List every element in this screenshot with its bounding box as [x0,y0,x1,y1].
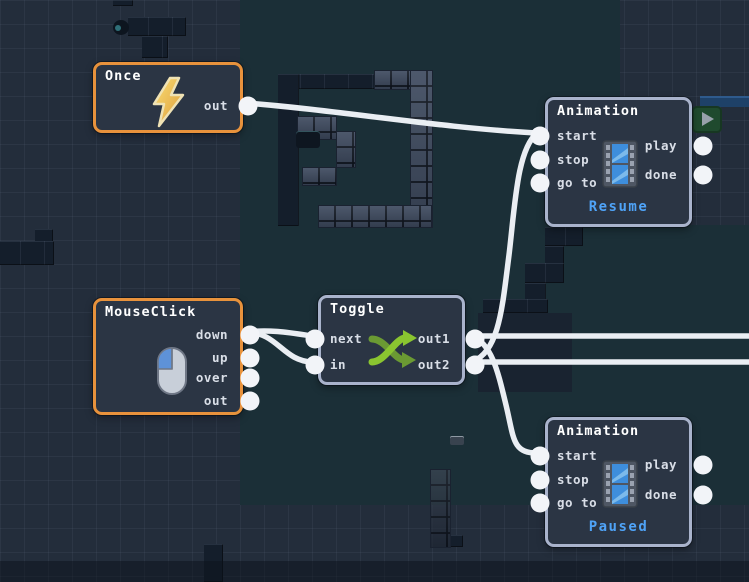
brick-pillar [430,469,451,548]
port-paused-done[interactable] [693,485,713,505]
platform-tile [128,17,186,36]
port-once-out[interactable] [238,96,258,116]
node-title: Once [105,68,142,84]
port-label-out: out [203,97,228,113]
platform-tile [142,36,168,58]
film-strip-icon [602,460,638,508]
film-strip-icon [602,140,638,188]
dark-area [478,313,572,392]
port-paused-stop[interactable] [530,470,550,490]
port-label-done: done [644,486,677,502]
node-title: Animation [557,103,640,119]
port-toggle-out2[interactable] [465,355,485,375]
platform-tile [280,74,376,89]
node-animation-paused[interactable]: Animation start stop go to play done Pau… [530,417,713,547]
port-label-next: next [330,330,363,346]
port-toggle-in[interactable] [305,355,325,375]
node-title: MouseClick [105,304,197,320]
step-tile [525,263,564,283]
port-label-goto: go to [557,174,598,190]
node-animation-resume[interactable]: Animation start stop go to play done Res… [530,97,713,227]
lightning-icon [152,76,185,128]
port-label-play: play [644,456,677,472]
port-paused-play[interactable] [693,455,713,475]
port-label-start: start [557,447,598,463]
port-mouseclick-out[interactable] [240,391,260,411]
brick-tile [302,167,337,186]
port-toggle-out1[interactable] [465,329,485,349]
wire-once-to-resume-start[interactable] [242,100,540,136]
brick-tile [318,205,432,228]
port-label-goto: go to [557,494,598,510]
port-label-up: up [211,349,228,365]
play-button-sprite [692,106,722,133]
enemy-sprite [296,131,320,148]
small-sprite [450,436,464,445]
node-title: Animation [557,423,640,439]
brick-tile [336,131,356,168]
port-label-out1: out1 [417,330,450,346]
animation-name-caption: Paused [588,519,649,535]
platform-column [278,74,299,226]
node-toggle[interactable]: Toggle next in out1 out2 [305,295,485,385]
platform-tile [0,241,54,265]
port-resume-goto[interactable] [530,173,550,193]
platform-tile [35,229,53,242]
port-label-start: start [557,127,598,143]
port-label-out: out [203,392,228,408]
port-resume-start[interactable] [530,126,550,146]
shuffle-arrows-icon [368,330,417,368]
step-tile [545,246,564,265]
step-tile [545,227,583,246]
enemy-sprite [113,20,129,35]
port-label-done: done [644,166,677,182]
wire-out2-to-resume-start[interactable] [469,130,540,365]
mouse-icon [157,347,187,395]
port-label-stop: stop [557,471,590,487]
port-mouseclick-up[interactable] [240,348,260,368]
node-mouseclick[interactable]: MouseClick down up over out [93,298,260,415]
port-label-out2: out2 [417,356,450,372]
port-resume-stop[interactable] [530,150,550,170]
node-once[interactable]: Once out [93,62,258,133]
port-label-down: down [195,326,228,342]
port-paused-start[interactable] [530,446,550,466]
port-label-over: over [195,369,228,385]
port-resume-play[interactable] [693,136,713,156]
hud-bar [700,96,749,107]
node-title: Toggle [330,301,385,317]
port-toggle-next[interactable] [305,329,325,349]
port-mouseclick-over[interactable] [240,368,260,388]
platform-tile [113,0,133,6]
platform-tile [451,535,463,547]
animation-name-caption: Resume [588,199,649,215]
port-paused-goto[interactable] [530,493,550,513]
port-label-in: in [330,356,347,372]
port-label-stop: stop [557,151,590,167]
ground-strip [0,561,749,582]
port-label-play: play [644,137,677,153]
wire-out1-to-paused-start[interactable] [469,333,540,456]
port-resume-done[interactable] [693,165,713,185]
brick-column [410,70,433,228]
port-mouseclick-down[interactable] [240,325,260,345]
